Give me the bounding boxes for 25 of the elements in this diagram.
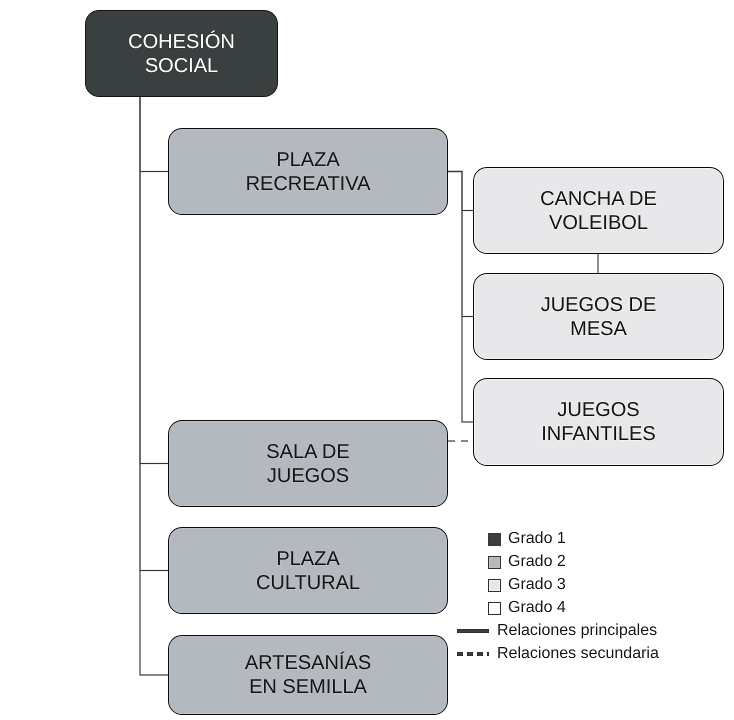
legend-label: Grado 4 xyxy=(508,599,566,617)
category-box xyxy=(168,527,448,614)
connector-line xyxy=(139,97,168,676)
legend-label: Relaciones principales xyxy=(497,622,658,640)
box-label: JUEGOS DE MESA xyxy=(540,292,658,340)
category-box xyxy=(168,420,448,507)
box-label: ARTESANÍAS EN SEMILLA xyxy=(244,651,372,699)
connector-line xyxy=(448,170,473,423)
category-box xyxy=(473,273,724,360)
legend-label: Grado 1 xyxy=(508,530,566,548)
category-box xyxy=(168,128,448,215)
legend-label: Grado 2 xyxy=(508,553,566,571)
legend-label: Grado 3 xyxy=(508,576,566,594)
category-box xyxy=(168,635,448,715)
connector-line xyxy=(597,254,599,273)
legend-label: Relaciones secundaria xyxy=(497,645,659,663)
category-box xyxy=(473,167,724,254)
category-box xyxy=(85,10,278,97)
box-label: PLAZA RECREATIVA xyxy=(244,148,372,196)
box-label: CANCHA DE VOLEIBOL xyxy=(539,186,658,234)
category-box xyxy=(473,378,724,466)
box-label: COHESIÓN SOCIAL xyxy=(127,30,236,78)
box-label: JUEGOS INFANTILES xyxy=(540,398,657,446)
box-label: SALA DE JUEGOS xyxy=(265,440,351,488)
box-label: PLAZA CULTURAL xyxy=(254,546,362,594)
